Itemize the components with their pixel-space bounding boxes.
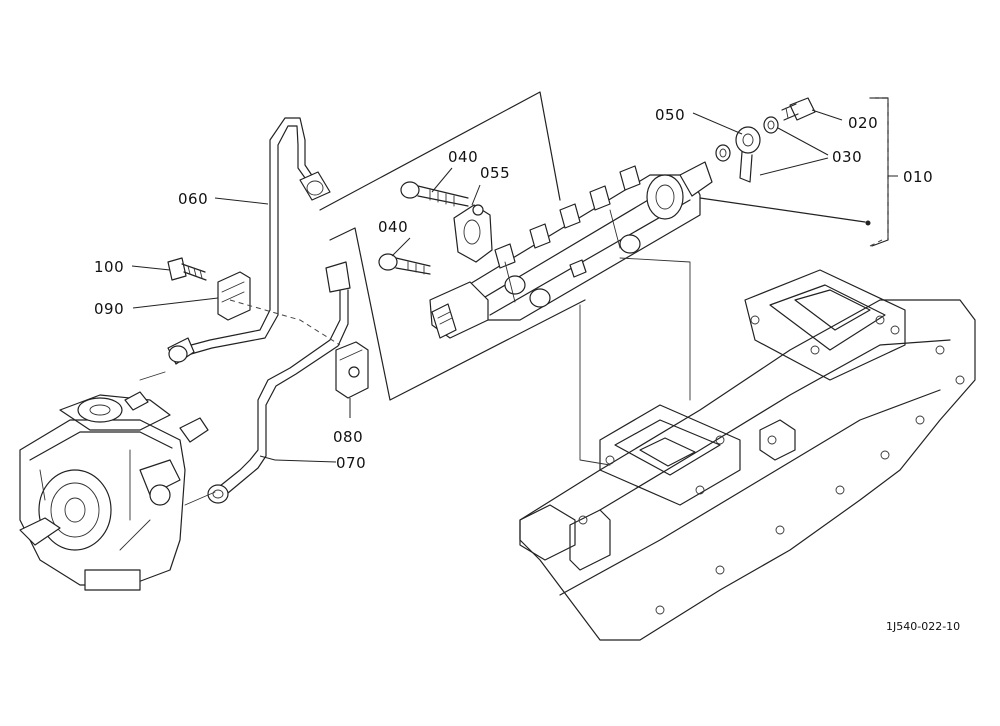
bolt-100 xyxy=(167,257,207,281)
callout-060: 060 xyxy=(178,190,208,208)
assembly-outline xyxy=(139,91,889,506)
callout-020: 020 xyxy=(848,114,878,132)
fuel-injection-pump xyxy=(19,391,209,591)
washer-030-left xyxy=(715,144,731,162)
bolt-040-upper xyxy=(400,181,469,207)
callout-055: 055 xyxy=(480,164,510,182)
callout-labels: 020 030 010 050 040 055 040 060 100 090 … xyxy=(94,106,933,472)
callout-100: 100 xyxy=(94,258,124,276)
callout-040-upper: 040 xyxy=(448,148,478,166)
injection-pipe-070 xyxy=(207,261,351,504)
bracket-055 xyxy=(453,204,493,263)
pipe-clamp-080 xyxy=(335,341,369,399)
callout-080: 080 xyxy=(333,428,363,446)
intake-manifold xyxy=(519,269,976,641)
callout-090: 090 xyxy=(94,300,124,318)
callout-050: 050 xyxy=(655,106,685,124)
injection-pipe-060 xyxy=(167,117,331,365)
callout-010: 010 xyxy=(903,168,933,186)
common-rail-assembly xyxy=(429,161,713,339)
banjo-fitting-050 xyxy=(735,126,761,183)
callout-070: 070 xyxy=(336,454,366,472)
bolt-020 xyxy=(781,97,816,121)
drawing-reference-code: 1J540-022-10 xyxy=(886,620,960,633)
leader-lines xyxy=(131,109,898,463)
bolt-040-lower xyxy=(378,253,431,275)
pipe-clamp-090 xyxy=(217,271,341,346)
washer-030-right xyxy=(763,116,779,134)
callout-030: 030 xyxy=(832,148,862,166)
callout-040-lower: 040 xyxy=(378,218,408,236)
